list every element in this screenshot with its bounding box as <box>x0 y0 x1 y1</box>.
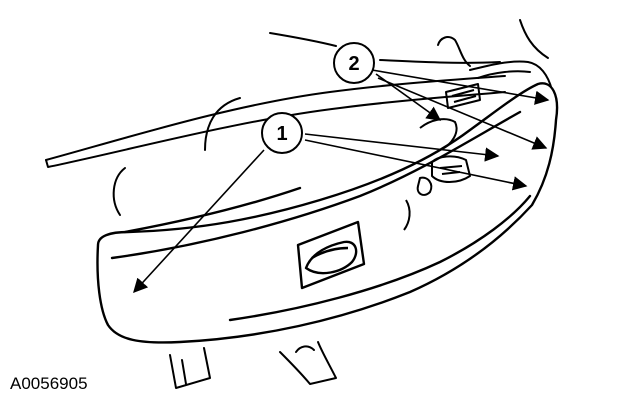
callout-1-label: 1 <box>276 123 287 145</box>
callout-2: 2 <box>333 42 375 84</box>
seat-track <box>169 341 337 389</box>
callout-1: 1 <box>261 112 303 154</box>
side-shield <box>96 82 559 344</box>
seat-back-frame <box>437 19 553 91</box>
callout-leaders <box>133 69 550 294</box>
shield-recess <box>296 220 366 290</box>
callout-2-label: 2 <box>348 53 359 75</box>
figure-id: A0056905 <box>10 374 88 393</box>
